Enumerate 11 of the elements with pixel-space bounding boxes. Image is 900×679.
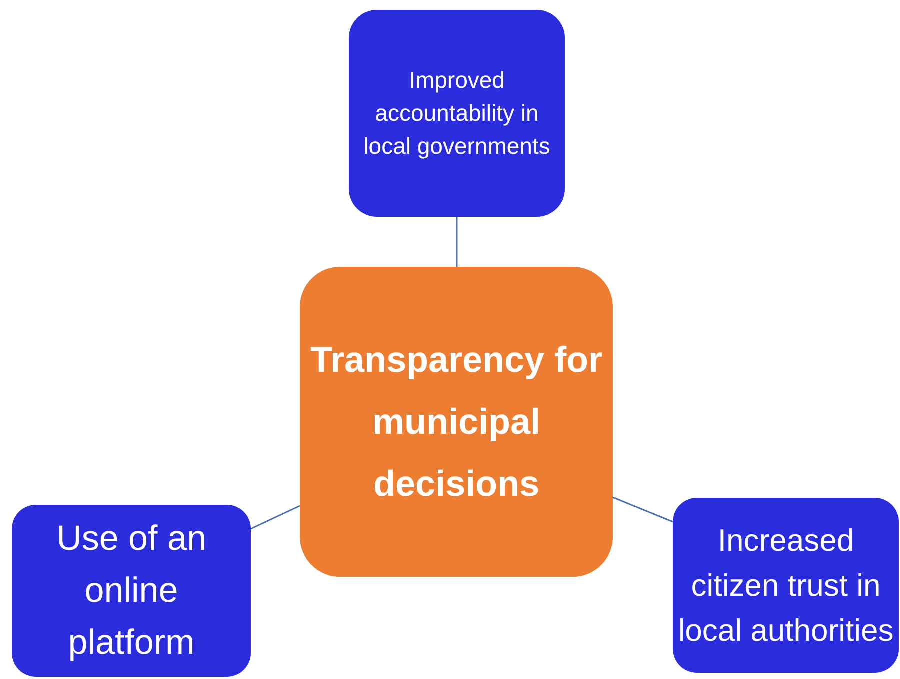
box-text: Transparency for municipal decisions xyxy=(309,338,604,506)
box-text: Increased citizen trust in local authorities xyxy=(677,522,895,650)
connector-line xyxy=(250,505,300,530)
box-text: Improved accountability in local governments xyxy=(362,66,552,161)
box-text: Use of an online platform xyxy=(56,518,208,664)
connector-line xyxy=(456,217,458,267)
rounded-box xyxy=(12,505,251,677)
rounded-box xyxy=(673,498,899,673)
connector-line xyxy=(612,496,674,523)
rounded-box xyxy=(300,267,613,577)
rounded-box xyxy=(349,10,565,217)
